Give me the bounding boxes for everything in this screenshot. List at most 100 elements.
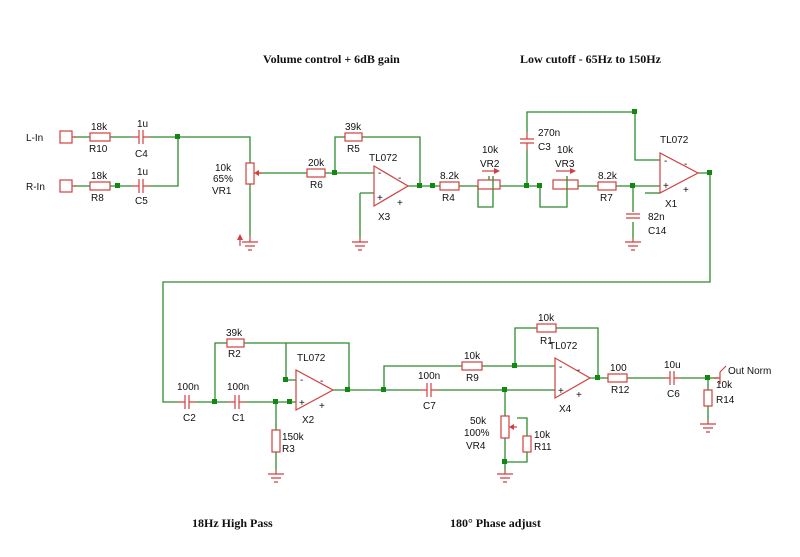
resistor-r12: 100 R12 bbox=[607, 363, 630, 396]
capacitor-c4: 1u C4 bbox=[132, 119, 150, 160]
x3-type: TL072 bbox=[369, 153, 398, 164]
resistor-r6: 20k R6 bbox=[306, 158, 326, 191]
vr2-value: 10k bbox=[482, 145, 499, 156]
input-jack-right: R-In bbox=[26, 179, 76, 193]
x1-type: TL072 bbox=[660, 135, 689, 146]
resistor-r1: 10k R1 bbox=[536, 313, 557, 347]
resistor-r8: 18k R8 bbox=[89, 171, 111, 204]
capacitor-c7: 100n C7 bbox=[418, 371, 440, 412]
opamp-x4: - + - + TL072 X4 bbox=[549, 341, 592, 415]
input-jack-left: L-In bbox=[26, 130, 76, 144]
x2-name: X2 bbox=[302, 415, 315, 426]
junction-dots bbox=[115, 109, 712, 464]
vr4-value: 50k bbox=[470, 416, 487, 427]
x1-plus-pin: + bbox=[663, 181, 669, 192]
r7-value: 8.2k bbox=[598, 171, 618, 182]
c5-name: C5 bbox=[135, 196, 148, 207]
r8-value: 18k bbox=[91, 171, 108, 182]
capacitor-c2: 100n C2 bbox=[177, 382, 199, 424]
potentiometer-vr2: 10k VR2 bbox=[477, 145, 501, 190]
x4-name: X4 bbox=[559, 404, 572, 415]
r14-value: 10k bbox=[716, 380, 733, 391]
x2-neg-supply: - bbox=[320, 376, 323, 387]
x4-type: TL072 bbox=[549, 341, 578, 352]
ground-icon bbox=[268, 470, 284, 483]
wires bbox=[74, 111, 718, 470]
resistor-r11: 10k R11 bbox=[522, 430, 552, 453]
vr2-name: VR2 bbox=[480, 159, 500, 170]
x3-neg-supply: - bbox=[398, 173, 401, 184]
r-in-label: R-In bbox=[26, 182, 45, 193]
x4-minus-pin: - bbox=[559, 362, 562, 373]
x3-plus-pin: + bbox=[377, 193, 383, 204]
c3-name: C3 bbox=[538, 142, 551, 153]
x1-name: X1 bbox=[665, 199, 678, 210]
vr1-name: VR1 bbox=[212, 186, 232, 197]
ground-icon bbox=[625, 238, 641, 251]
ground-icon bbox=[242, 236, 258, 251]
r3-value: 150k bbox=[282, 432, 305, 443]
r9-value: 10k bbox=[464, 351, 481, 362]
r6-name: R6 bbox=[310, 180, 323, 191]
resistor-r3: 150k R3 bbox=[271, 429, 305, 455]
c4-name: C4 bbox=[135, 149, 148, 160]
x3-minus-pin: - bbox=[378, 168, 381, 179]
vr4-percent: 100% bbox=[464, 428, 490, 439]
vr3-value: 10k bbox=[557, 145, 574, 156]
c6-value: 10u bbox=[664, 360, 681, 371]
vr3-name: VR3 bbox=[555, 159, 575, 170]
title-low-cutoff: Low cutoff - 65Hz to 150Hz bbox=[520, 52, 662, 66]
r11-value: 10k bbox=[534, 430, 551, 441]
r1-name: R1 bbox=[540, 336, 553, 347]
r2-name: R2 bbox=[228, 349, 241, 360]
r8-name: R8 bbox=[91, 193, 104, 204]
x2-type: TL072 bbox=[297, 353, 326, 364]
out-norm-label: Out Norm bbox=[728, 366, 771, 377]
capacitor-c6: 10u C6 bbox=[664, 360, 681, 400]
opamp-x3: - + - + TL072 X3 bbox=[369, 153, 410, 223]
ground-icon bbox=[497, 470, 513, 483]
x2-minus-pin: - bbox=[300, 375, 303, 386]
capacitor-c3: 270n C3 bbox=[520, 128, 560, 153]
c4-value: 1u bbox=[137, 119, 148, 130]
opamp-x1: - + - + TL072 X1 bbox=[659, 135, 700, 210]
resistor-r10: 18k R10 bbox=[89, 122, 111, 155]
x4-pos-supply: + bbox=[576, 390, 582, 401]
output-terminal: Out Norm bbox=[714, 365, 771, 384]
vr1-percent: 65% bbox=[213, 174, 233, 185]
c7-name: C7 bbox=[423, 401, 436, 412]
r6-value: 20k bbox=[308, 158, 325, 169]
c2-value: 100n bbox=[177, 382, 199, 393]
resistor-r9: 10k R9 bbox=[461, 351, 483, 384]
r2-value: 39k bbox=[226, 328, 243, 339]
vr1-value: 10k bbox=[215, 163, 232, 174]
resistor-r2: 39k R2 bbox=[226, 328, 245, 360]
resistor-r4: 8.2k R4 bbox=[439, 171, 460, 204]
ground-symbols bbox=[242, 236, 716, 483]
c7-value: 100n bbox=[418, 371, 440, 382]
c14-value: 82n bbox=[648, 212, 665, 223]
ground-icon bbox=[352, 238, 368, 251]
r7-name: R7 bbox=[600, 193, 613, 204]
title-phase-adjust: 180° Phase adjust bbox=[450, 516, 541, 530]
r5-name: R5 bbox=[347, 144, 360, 155]
resistor-r14: 10k R14 bbox=[703, 380, 735, 407]
r4-name: R4 bbox=[442, 193, 455, 204]
c1-value: 100n bbox=[227, 382, 249, 393]
x3-name: X3 bbox=[378, 212, 391, 223]
potentiometer-vr4: 50k 100% VR4 bbox=[464, 415, 517, 452]
r11-name: R11 bbox=[534, 442, 552, 453]
r10-value: 18k bbox=[91, 122, 108, 133]
r1-value: 10k bbox=[538, 313, 555, 324]
r5-value: 39k bbox=[345, 122, 362, 133]
c1-name: C1 bbox=[232, 413, 245, 424]
resistor-r5: 39k R5 bbox=[344, 122, 363, 155]
x2-pos-supply: + bbox=[319, 401, 325, 412]
r12-value: 100 bbox=[610, 363, 627, 374]
x1-pos-supply: + bbox=[683, 185, 689, 196]
r10-name: R10 bbox=[89, 144, 108, 155]
c2-name: C2 bbox=[183, 413, 196, 424]
l-in-label: L-In bbox=[26, 133, 43, 144]
